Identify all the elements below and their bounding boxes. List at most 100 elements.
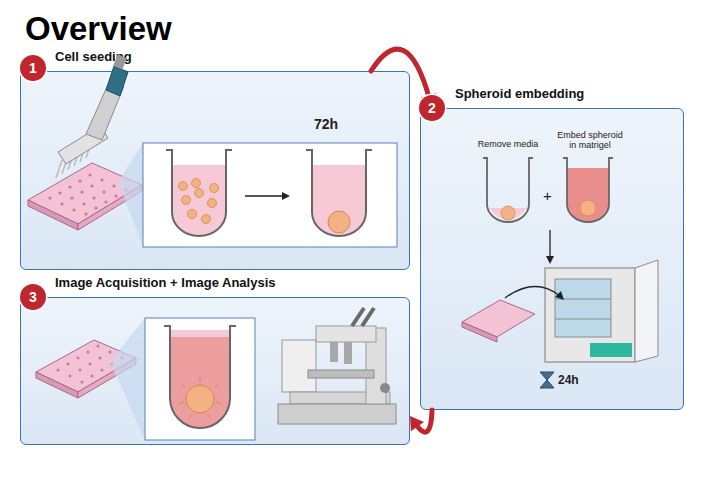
arrow-head — [421, 93, 436, 108]
step-note: Embed spheroid in matrigel — [555, 130, 625, 151]
illustration-part — [114, 194, 117, 197]
illustration-part — [555, 319, 611, 320]
illustration-part — [57, 369, 60, 372]
illustration-part — [555, 279, 611, 337]
illustration-part — [178, 376, 222, 419]
illustration-part — [245, 195, 284, 196]
illustration-part — [172, 165, 226, 236]
illustration-part — [590, 343, 632, 357]
illustration-part — [89, 363, 92, 366]
illustration-part — [563, 158, 613, 222]
callout-number: 2 — [419, 95, 445, 121]
illustration-part — [60, 202, 63, 205]
illustration-part — [113, 55, 127, 70]
illustration-part — [82, 202, 85, 205]
illustration-part — [58, 191, 61, 194]
illustration-part — [330, 342, 338, 362]
illustration-part — [67, 363, 70, 366]
well-in-matrigel — [563, 158, 613, 222]
illustration-part — [540, 372, 554, 388]
illustration-part — [92, 196, 95, 199]
illustration-part — [170, 330, 230, 428]
duration-label: 24h — [558, 373, 579, 387]
illustration-part — [505, 286, 560, 298]
illustration-part — [210, 184, 219, 193]
illustration-part — [48, 196, 51, 199]
illustration-part — [70, 196, 73, 199]
illustration-part — [545, 268, 635, 362]
embedded-spheroid-well — [164, 326, 236, 428]
illustration-part — [166, 150, 232, 236]
illustration-part — [546, 256, 554, 264]
illustration-part — [306, 150, 372, 236]
illustration-part — [91, 375, 94, 378]
callout-number: 1 — [20, 55, 46, 81]
illustration-part — [104, 200, 107, 203]
illustration-part — [72, 208, 75, 211]
illustration-part — [102, 190, 105, 193]
flow-arrow — [371, 49, 436, 108]
illustration-part — [90, 184, 93, 187]
down-arrow — [546, 230, 554, 264]
illustration-part — [28, 200, 78, 230]
illustration-part — [79, 369, 82, 372]
illustration-part — [84, 212, 87, 215]
illustration-part — [312, 165, 366, 236]
illustration-part — [549, 230, 550, 258]
illustration-part — [214, 384, 219, 388]
illustration-part — [77, 357, 80, 360]
illustration-part — [462, 322, 497, 342]
illustration-part — [112, 184, 115, 187]
illustration-part — [635, 260, 658, 362]
illustration-part — [278, 404, 396, 424]
illustration-part — [208, 414, 211, 419]
illustration-part — [170, 330, 230, 337]
illustration-part — [483, 158, 533, 222]
step-note: Remove media — [472, 139, 544, 149]
hourglass — [540, 372, 554, 388]
illustration-part — [195, 189, 204, 198]
illustration-part — [178, 402, 184, 404]
zoom-beam — [118, 143, 143, 247]
illustration-part — [580, 200, 596, 216]
illustration-part — [100, 178, 103, 181]
illustration-part — [88, 173, 91, 176]
arrow-head — [410, 416, 424, 431]
illustration-part — [78, 179, 81, 182]
illustration-part — [282, 340, 316, 392]
illustration-part — [216, 402, 222, 404]
illustration-part — [188, 210, 197, 219]
illustration-part — [69, 375, 72, 378]
illustration-part — [328, 211, 350, 233]
well-media-removed — [483, 158, 533, 222]
illustration-part — [106, 66, 128, 96]
pipette — [56, 55, 128, 178]
illustration-part — [192, 179, 201, 188]
diagram-title: Overview — [25, 10, 172, 48]
illustration-part — [362, 308, 374, 326]
illustration-part — [208, 199, 217, 208]
illustration-part — [94, 206, 97, 209]
well-with-spheroid — [306, 150, 372, 236]
illustration-part — [282, 192, 290, 200]
illustration-part — [99, 357, 102, 360]
illustration-part — [48, 173, 127, 215]
illustration-part — [68, 185, 71, 188]
illustration-part — [87, 351, 90, 354]
time-arrow — [245, 192, 290, 200]
illustration-part — [182, 196, 191, 205]
illustration-part — [567, 168, 609, 222]
duration-label: 72h — [314, 116, 338, 132]
illustration-part — [179, 182, 188, 191]
illustration-part — [555, 291, 564, 300]
illustration-part — [109, 351, 112, 354]
illustration-part — [501, 206, 515, 220]
well-with-cells — [166, 150, 232, 236]
step-heading: Image Acquisition + Image Analysis — [55, 275, 275, 290]
illustration-part — [380, 383, 390, 393]
plate-small — [462, 286, 564, 342]
arrow-line — [371, 49, 430, 99]
